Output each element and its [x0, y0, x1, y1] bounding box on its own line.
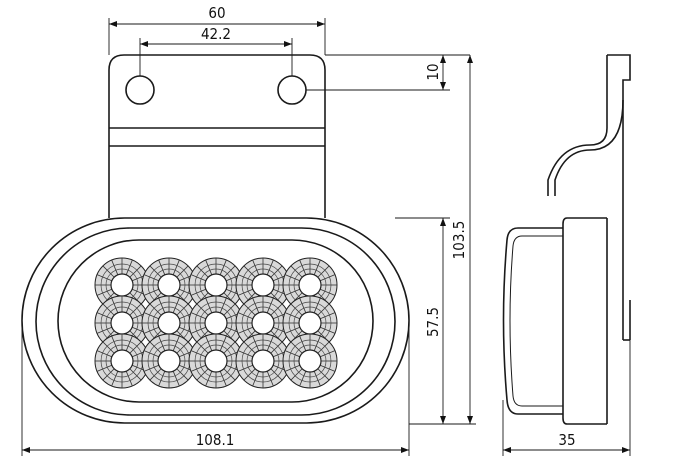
- housing-outer: [21, 217, 410, 424]
- led-cell: [235, 333, 291, 389]
- dim-label-total-height: 103.5: [450, 221, 468, 260]
- side-view: [502, 54, 631, 425]
- led-cell: [282, 257, 338, 313]
- led-icon: [157, 311, 181, 335]
- led-icon: [157, 349, 181, 373]
- led-icon: [110, 349, 134, 373]
- dim-label-hole-spacing: 42.2: [201, 25, 231, 43]
- front-view: [21, 54, 410, 424]
- led-icon: [204, 273, 228, 297]
- led-icon: [298, 311, 322, 335]
- mounting-bracket: [108, 54, 326, 218]
- led-cell: [282, 333, 338, 389]
- dim-label-hole-offset: 10: [424, 63, 442, 80]
- led-cell: [235, 257, 291, 313]
- led-icon: [298, 273, 322, 297]
- housing-inner: [35, 227, 396, 416]
- led-cell: [141, 333, 197, 389]
- lens-outline: [57, 239, 374, 403]
- led-grid: [94, 257, 338, 389]
- mounting-hole-left: [125, 75, 155, 105]
- led-icon: [251, 273, 275, 297]
- led-cell: [188, 333, 244, 389]
- mounting-hole-right: [277, 75, 307, 105]
- dim-label-lens-height: 57.5: [424, 307, 442, 337]
- dimension-lines: 60 42.2 10 103.5 57.5 108.1 35: [21, 4, 631, 456]
- side-bracket-profile: [547, 54, 631, 196]
- led-cell: [94, 333, 150, 389]
- dim-label-depth: 35: [558, 431, 575, 449]
- led-icon: [251, 349, 275, 373]
- side-lens-inner: [509, 235, 563, 407]
- led-icon: [157, 273, 181, 297]
- led-icon: [251, 311, 275, 335]
- led-icon: [204, 349, 228, 373]
- led-icon: [298, 349, 322, 373]
- led-cell: [235, 295, 291, 351]
- dimension-arrowheads: [22, 21, 630, 453]
- dim-label-overall-width: 108.1: [196, 431, 235, 449]
- led-cell: [282, 295, 338, 351]
- led-icon: [110, 311, 134, 335]
- led-icon: [110, 273, 134, 297]
- led-icon: [204, 311, 228, 335]
- side-housing-profile: [562, 217, 607, 425]
- side-lens-profile: [502, 227, 563, 415]
- dim-label-mount-width: 60: [208, 4, 225, 22]
